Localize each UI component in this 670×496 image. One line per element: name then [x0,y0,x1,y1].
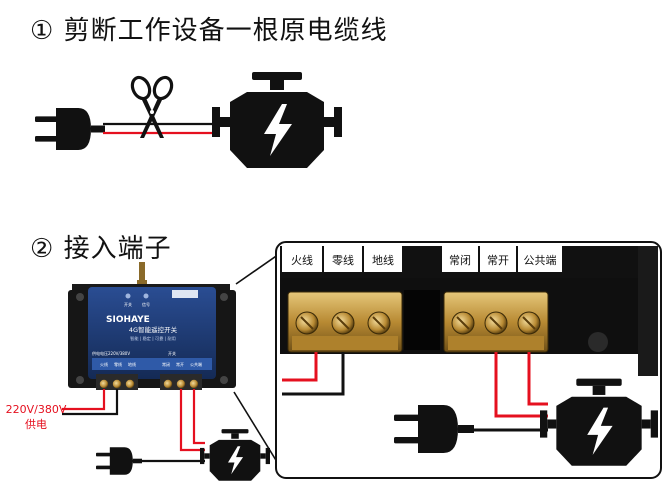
terminal-label: 常开 [176,361,184,367]
zoom-label-common: 公共端 [524,254,557,267]
zoom-screws [295,311,541,335]
power-supply: 220V/380V 供电 [6,389,119,431]
device-features: 智能 | 稳定 | 可靠 | 耐用 [130,335,176,342]
terminal-label: 公共端 [190,361,202,367]
step1-marker: ① [30,16,55,46]
output-label: 开关 [168,350,176,356]
step1-text: 剪断工作设备一根原电缆线 [63,16,388,46]
indicator-label: 开关 [124,301,132,307]
motor-icon [212,72,342,168]
terminal-label: 地线 [128,361,136,367]
step2-title: ② 接入端子 [30,228,172,265]
device-model: 4G智能遥控开关 [129,325,178,334]
plug-icon [35,108,105,150]
zoom-label-nc: 常闭 [449,254,471,267]
device-face [88,287,216,379]
terminal-label: 零线 [114,361,122,367]
power-label: 供电电压220V/380V [92,350,130,356]
motor-icon [200,429,270,481]
zoom-label-no: 常开 [487,254,509,267]
step1-diagram [35,72,342,168]
zoom-panel: 火线 零线 地线 常闭 常开 公共端 [275,241,662,479]
indicator-label: 信号 [142,301,150,307]
zoom-line [233,391,283,471]
zoom-label-ground: 地线 [372,253,394,267]
terminal-label: 常闭 [162,361,170,367]
plug-icon [96,447,142,475]
step1-title: ① 剪断工作设备一根原电缆线 [30,10,388,47]
step2-marker: ② [30,234,55,264]
scissors-icon [130,75,174,138]
zoom-line [235,251,283,285]
zoom-labels: 火线 零线 地线 常闭 常开 公共端 [282,246,562,272]
supply-label: 供电 [25,417,47,431]
device-brand: SIOHAYE [106,315,150,325]
terminal-label: 火线 [100,361,108,367]
device: 开关 信号 SIOHAYE 4G智能遥控开关 智能 | 稳定 | 可靠 | 耐用… [68,262,236,390]
zoom-label-neutral: 零线 [332,253,354,267]
zoom-label-live: 火线 [291,253,313,267]
device-terminals [99,379,199,389]
supply-voltage: 220V/380V [6,403,67,416]
step2-text: 接入端子 [63,234,172,264]
load-wiring [96,389,270,481]
